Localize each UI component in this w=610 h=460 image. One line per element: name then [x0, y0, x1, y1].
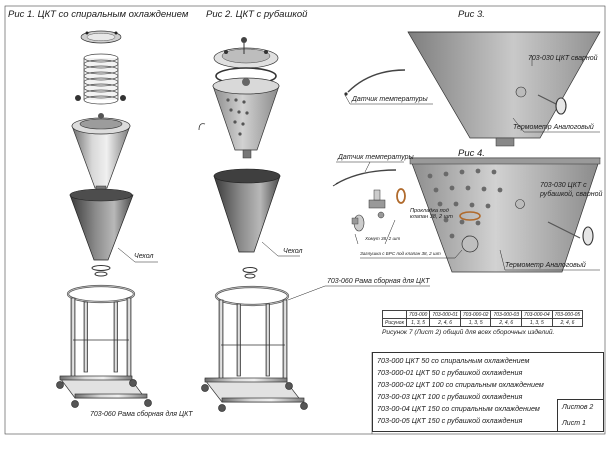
sheets-total: Листов 2: [562, 404, 594, 411]
label-clamp: Хомут 38, 2 шт: [365, 236, 401, 241]
codes-row-label: Рисунок: [382, 318, 407, 327]
fig4-gasket-orange: [459, 211, 481, 221]
fig4-title: Рис 4.: [458, 148, 485, 159]
fig2-cover: [213, 168, 281, 253]
fig1-spiral-cooling-tank: [56, 30, 158, 408]
fig4-clamp: [351, 214, 365, 232]
fig2-jacket-tank: [198, 37, 430, 412]
label-cct-welded-fig4-line2: рубашкой, сварной: [540, 191, 603, 198]
fig4-thermometer: [547, 221, 594, 246]
fig2-lid: [213, 37, 279, 69]
fig1-lid-assembly: [80, 30, 122, 44]
label-gasket-line1: Прокладка под: [410, 208, 449, 214]
fig1-title: Рис 1. ЦКТ со спиральным охлаждением: [8, 9, 189, 20]
codes-table-header-row: 703-000 703-000-01 703-000-02 703-000-03…: [382, 310, 584, 319]
codes-cell: 1, 3, 5: [459, 318, 492, 327]
label-cct-welded-fig4-line1: 703-030 ЦКТ с: [540, 182, 587, 189]
sheet-border: [4, 5, 606, 435]
fig1-spiral-coil: [83, 53, 119, 105]
label-thermometer-fig3: Термометр Аналоговый: [513, 124, 594, 131]
codes-header-cell: 703-000: [405, 310, 431, 319]
fig1-cover: [69, 188, 134, 261]
codes-cell: 2, 4, 6: [429, 318, 461, 327]
label-frame-fig1: 703-060 Рама сборная для ЦКТ: [90, 411, 193, 418]
codes-table: 703-000 703-000-01 703-000-02 703-000-03…: [382, 310, 584, 327]
codes-header-cell: 703-000-03: [490, 310, 523, 319]
label-cct-welded-fig3: 703-030 ЦКТ сварной: [528, 55, 598, 62]
codes-cell: 1, 3, 5: [521, 318, 553, 327]
label-cover-fig1: Чехол: [134, 253, 154, 260]
label-frame-fig2: 703-060 Рама сборная для ЦКТ: [327, 278, 430, 285]
fig3-title: Рис 3.: [458, 9, 485, 20]
legend-block: 703-000 ЦКТ 50 со спиральным охлаждением…: [372, 352, 604, 432]
legend-item: 703-00-04 ЦКТ 150 со спиральным охлажден…: [377, 404, 540, 413]
codes-cell: 2, 4, 6: [551, 318, 584, 327]
fig3-thermometer: [537, 94, 567, 115]
fig3-detail: [344, 31, 601, 147]
label-valve-plug: Заглушка с БРС под клапан 38, 2 шт: [360, 251, 441, 256]
codes-cell: 2, 4, 6: [490, 318, 523, 327]
fig1-frame: [56, 284, 152, 408]
fig2-title: Рис 2. ЦКТ с рубашкой: [206, 9, 308, 20]
label-temp-sensor-fig4: Датчик температуры: [338, 154, 414, 161]
fig1-fitting: [75, 95, 81, 101]
fig1-tank-cone: [71, 113, 131, 195]
codes-header-cell: 703-000-05: [551, 310, 584, 319]
fig2-tank-body: [198, 77, 280, 159]
legend-item: 703-000-02 ЦКТ 100 со спиральным охлажде…: [377, 380, 544, 389]
fig4-detail: [332, 157, 601, 273]
fig4-gasket: [396, 188, 406, 204]
fig4-valve-plug: [368, 189, 386, 219]
legend-item: 703-000-01 ЦКТ 50 с рубашкой охлаждения: [377, 368, 523, 377]
legend-item: 703-000 ЦКТ 50 со спиральным охлаждением: [377, 356, 530, 365]
label-temp-sensor-fig3: Датчик температуры: [352, 96, 428, 103]
label-gasket-line2: клапан 38, 2 шт: [410, 214, 453, 220]
fig4-temperature-sensor: [332, 169, 397, 187]
codes-table-corner: [382, 310, 407, 319]
codes-header-cell: 703-000-02: [459, 310, 492, 319]
label-thermometer-fig4: Термометр Аналоговый: [505, 262, 586, 269]
codes-header-cell: 703-000-01: [429, 310, 461, 319]
fig3-temperature-sensor: [344, 69, 406, 96]
codes-header-cell: 703-000-04: [521, 310, 553, 319]
codes-table-row: Рисунок 1, 3, 5 2, 4, 6 1, 3, 5 2, 4, 6 …: [382, 318, 584, 327]
label-cover-fig2: Чехол: [283, 248, 303, 255]
codes-cell: 1, 3, 5: [405, 318, 431, 327]
sheet-number: Лист 1: [562, 420, 586, 427]
fig2-frame: [201, 285, 308, 412]
sheet-cell: Листов 2 Лист 1: [557, 399, 604, 432]
legend-item: 703-00-03 ЦКТ 100 с рубашкой охлаждения: [377, 392, 523, 401]
legend-item: 703-00-05 ЦКТ 150 с рубашкой охлаждения: [377, 416, 523, 425]
caption: Рисунок 7 (Лист 2) общий для всех сбороч…: [382, 329, 555, 336]
